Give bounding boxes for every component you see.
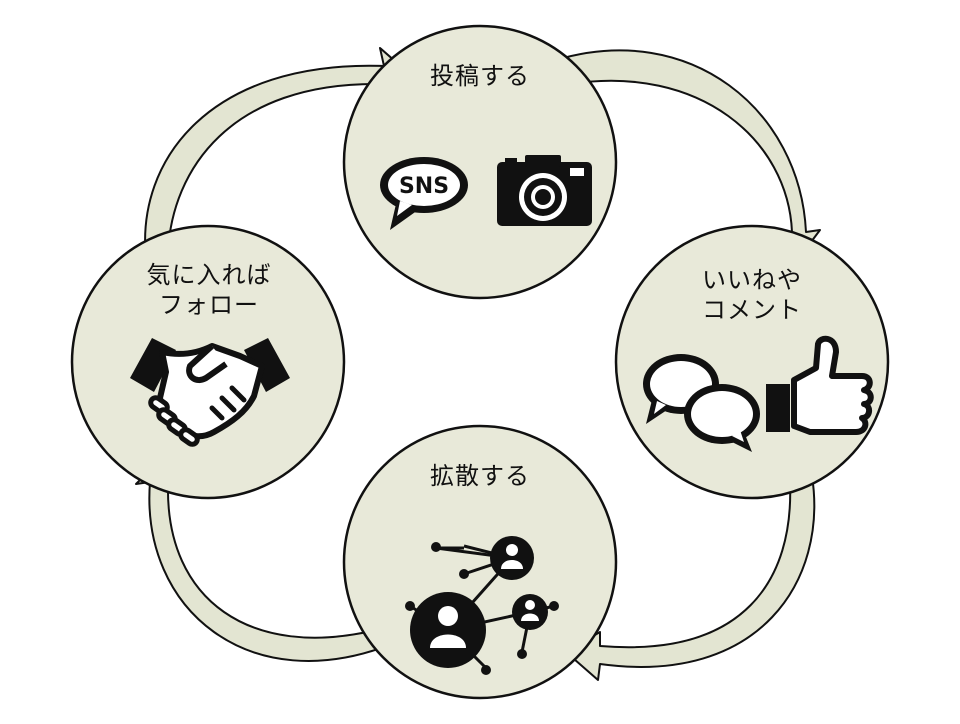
node-post-label-line-1: 投稿する: [430, 62, 530, 90]
node-spread-label-line-1: 拡散する: [430, 462, 530, 490]
chat-bubbles-icon: [643, 354, 760, 452]
node-follow-label: 気に入れば フォロー: [124, 260, 294, 320]
sns-speech-bubble-icon: SNS: [380, 157, 468, 230]
node-like-label: いいねや コメント: [672, 265, 832, 325]
network-people-icon: [405, 536, 559, 675]
node-post-label: 投稿する: [400, 61, 560, 91]
thumbs-up-icon: [766, 335, 874, 435]
sns-icon-text: SNS: [399, 174, 449, 199]
node-follow-label-line-1: 気に入れば: [146, 261, 272, 289]
node-like-label-line-2: コメント: [702, 296, 802, 324]
handshake-icon: [130, 338, 290, 447]
node-spread-label: 拡散する: [400, 461, 560, 491]
node-post-circle: [342, 24, 618, 300]
node-like-label-line-1: いいねや: [702, 266, 802, 294]
node-follow-label-line-2: フォロー: [159, 291, 259, 319]
camera-icon: [497, 155, 592, 226]
